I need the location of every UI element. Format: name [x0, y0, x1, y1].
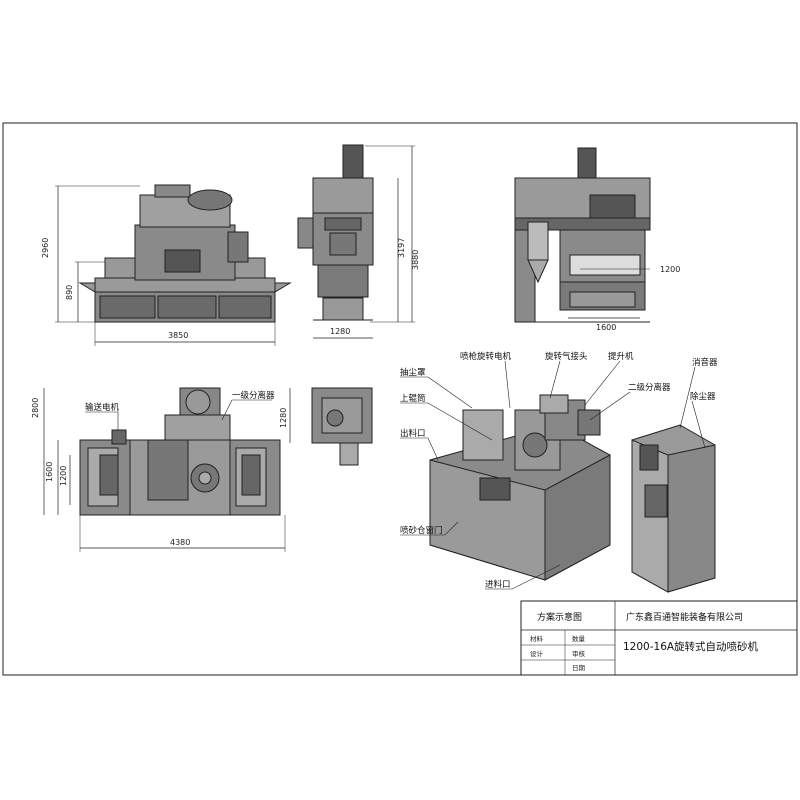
dim-top-height-total: 2800: [31, 398, 40, 418]
dim-top-width: 4380: [170, 538, 190, 547]
front-view-dimensions: 2960 890 3850: [41, 185, 276, 346]
label-conveyor-motor: 输送电机: [85, 402, 120, 413]
top-view-callouts: 输送电机 一级分离器: [85, 390, 275, 430]
dim-collector-width: 1280: [279, 408, 288, 428]
label-secondary-separator: 二级分离器: [628, 382, 671, 393]
right-view-dimensions: 1200 1600: [568, 265, 680, 332]
title-block-quantity: 数量: [572, 634, 586, 643]
front-view: [78, 184, 292, 323]
dim-right-width: 1600: [596, 323, 616, 332]
dim-front-height-total: 2960: [41, 238, 50, 258]
title-block-drawing-name: 方案示意图: [537, 611, 582, 623]
title-block-material: 材料: [530, 634, 544, 643]
side-view: [297, 144, 374, 321]
label-elevator: 提升机: [608, 351, 634, 362]
title-block: 方案示意图 广东鑫百通智能装备有限公司 材料 设计 数量 审核 日期 1200-…: [520, 600, 798, 676]
title-block-review: 审核: [572, 649, 586, 658]
label-blast-chamber-door: 喷砂仓窗门: [400, 525, 443, 536]
right-view: [514, 147, 651, 323]
dim-side-height-b: 3880: [411, 250, 420, 270]
dim-side-width: 1280: [330, 327, 350, 336]
side-view-dimensions: 3197 3880 1280: [313, 145, 420, 339]
isometric-callouts: 抽尘罩 上辊筒 出料口 喷枪旋转电机 旋转气接头 提升机 二级分离器 消音器 除…: [400, 351, 718, 590]
dim-side-height-a: 3197: [397, 238, 406, 258]
label-primary-separator: 一级分离器: [232, 390, 275, 401]
isometric-view: [429, 394, 611, 581]
label-inlet: 进料口: [485, 579, 511, 590]
title-block-company: 广东鑫百通智能装备有限公司: [626, 611, 743, 623]
label-gun-rotation-motor: 喷枪旋转电机: [460, 351, 512, 362]
sheet-border: [2, 122, 798, 676]
top-view: [79, 387, 281, 516]
dim-front-height-lower: 890: [65, 285, 74, 300]
label-silencer: 消音器: [692, 357, 718, 368]
collector-top-view: 1280: [279, 387, 373, 466]
dim-front-width: 3850: [168, 331, 188, 340]
collector-isometric: [631, 424, 716, 593]
label-upper-roller: 上辊筒: [400, 393, 426, 404]
label-dust-collector: 除尘器: [690, 391, 716, 402]
dim-right-height: 1200: [660, 265, 680, 274]
title-block-model: 1200-16A旋转式自动喷砂机: [623, 640, 759, 653]
label-rotary-air-joint: 旋转气接头: [545, 351, 588, 362]
dim-top-height-a: 1600: [45, 462, 54, 482]
label-dust-hood: 抽尘罩: [400, 367, 426, 378]
title-block-design: 设计: [530, 649, 544, 658]
top-view-dimensions: 2800 1600 1200 4380: [31, 388, 286, 552]
dim-top-height-b: 1200: [59, 466, 68, 486]
label-outlet: 出料口: [400, 428, 426, 439]
title-block-date: 日期: [572, 664, 586, 672]
